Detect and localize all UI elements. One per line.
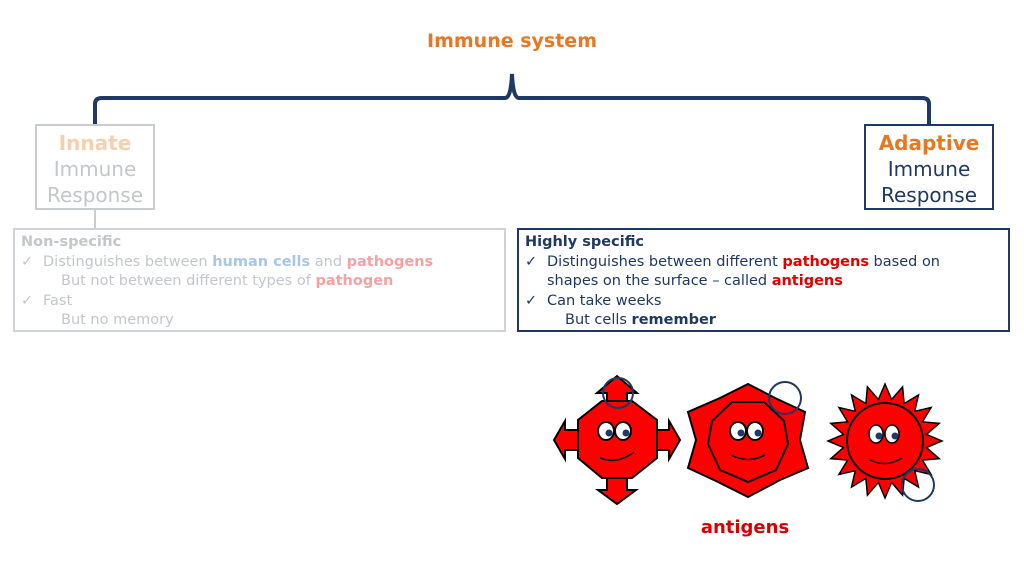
diagram-title: Immune system — [427, 30, 597, 52]
adaptive-info-heading: Highly specific — [525, 234, 645, 250]
innate-line3: Response — [46, 183, 144, 207]
antigen-marker — [768, 381, 802, 415]
innate-check-1: ✓ Distinguishes between human cells and … — [21, 253, 498, 273]
curly-brace — [93, 73, 931, 124]
adaptive-heading: Adaptive — [878, 131, 980, 155]
pathogen-star-icon — [686, 382, 810, 499]
adaptive-line2: Immune — [887, 157, 971, 181]
adaptive-info-box: Highly specific ✓ Distinguishes between … — [517, 228, 1010, 332]
check-icon: ✓ — [21, 292, 34, 309]
antigens-label: antigens — [700, 517, 790, 538]
innate-line2: Immune — [53, 157, 137, 181]
innate-heading: Innate — [58, 131, 132, 155]
adaptive-line3: Response — [880, 183, 978, 207]
innate-indent-2: But no memory — [61, 312, 174, 328]
antigen-marker — [602, 377, 634, 409]
innate-check-2: ✓ Fast — [21, 292, 498, 312]
pathogen-spiky-icon — [826, 382, 944, 500]
adaptive-response-box: Adaptive Immune Response — [864, 124, 994, 210]
innate-info-box: Non-specific ✓ Distinguishes between hum… — [13, 228, 506, 332]
innate-indent-1: But not between different types of patho… — [61, 273, 394, 289]
check-icon: ✓ — [525, 253, 538, 270]
antigen-marker — [901, 468, 935, 502]
check-icon: ✓ — [525, 292, 538, 309]
adaptive-check-1-text: Distinguishes between different pathogen… — [547, 253, 941, 290]
adaptive-indent: But cells remember — [565, 312, 716, 328]
pathogen-arrow-icon — [552, 374, 682, 506]
innate-check-1-text: Distinguishes between human cells and pa… — [43, 253, 434, 270]
adaptive-check-2: ✓ Can take weeks — [525, 292, 1002, 312]
check-icon: ✓ — [21, 253, 34, 270]
innate-check-2-text: Fast — [43, 292, 73, 309]
adaptive-check-2-text: Can take weeks — [547, 292, 662, 309]
innate-response-box: Innate Immune Response — [35, 124, 155, 210]
innate-info-heading: Non-specific — [21, 234, 122, 250]
adaptive-check-1: ✓ Distinguishes between different pathog… — [525, 253, 1002, 292]
